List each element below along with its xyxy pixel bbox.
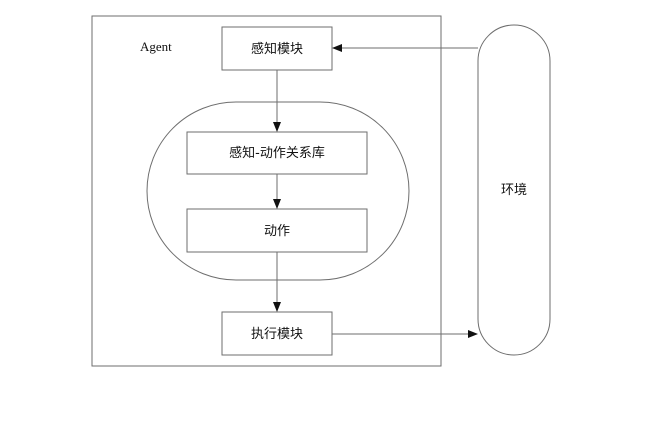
- perception-module-label: 感知模块: [251, 41, 303, 57]
- mapping-library-label: 感知-动作关系库: [229, 145, 325, 161]
- knowledge-container: [146, 101, 410, 281]
- mapping-library-box: [186, 131, 368, 175]
- agent-label: Agent: [140, 39, 172, 54]
- environment-label: 环境: [501, 183, 527, 198]
- execution-module-box: [221, 311, 333, 356]
- execution-module-label: 执行模块: [251, 327, 303, 342]
- agent-boundary: [91, 15, 442, 367]
- environment-shape: [477, 24, 551, 356]
- action-label: 动作: [264, 224, 290, 239]
- action-box: [186, 208, 368, 253]
